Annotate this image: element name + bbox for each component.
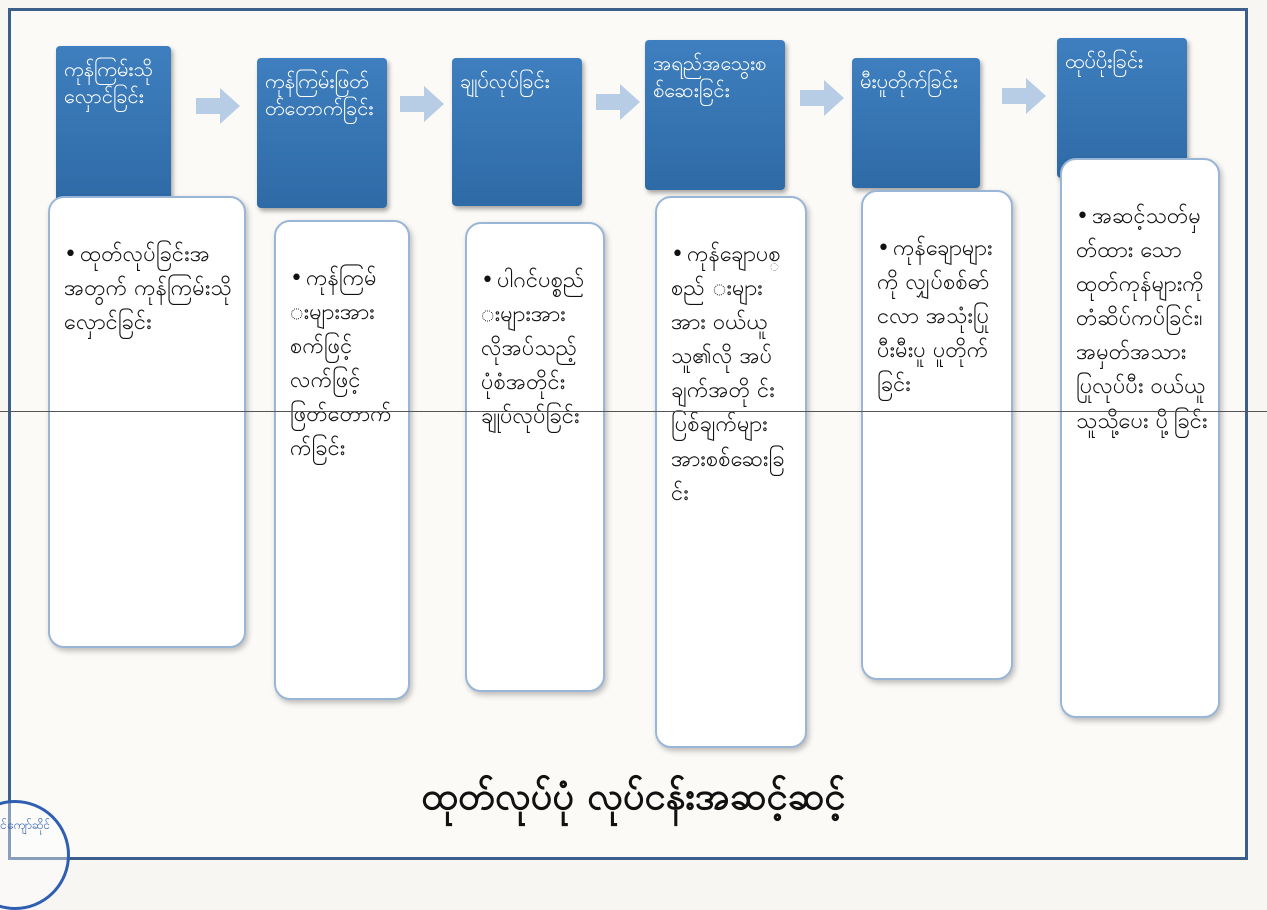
arrow-right-icon <box>400 86 444 122</box>
stage-1-detail: •ထုတ်လုပ်ခြင်းအ အတွက် ကုန်ကြမ်းသို လှောင… <box>48 196 246 648</box>
stage-3-detail: •ပါဂင်ပစ္စည် းများအား လိုအပ်သည့် ပုံစံအတ… <box>465 222 605 692</box>
stage-5-header: မီးပူတိုက်ခြင်း <box>852 58 980 188</box>
bullet: • <box>1076 204 1089 229</box>
stage-2-header: ကုန်ကြမ်းဖြတ် တ်တောက်ခြင်း <box>257 58 387 208</box>
stage-6-detail-text: အဆင့်သတ်မှ တ်ထား သော ထုတ်ကုန်များကို တံဆ… <box>1076 204 1208 434</box>
stage-4-detail-text: ကုန်ချောပစ္စည် းများအား ဝယ်ယူသူ၏လို အပ်ခ… <box>671 242 785 506</box>
diagram-caption: ထုတ်လုပ်ပုံ လုပ်ငန်းအဆင့်ဆင့် <box>421 774 846 818</box>
arrow-right-icon <box>596 84 640 120</box>
scan-line <box>0 411 1267 412</box>
stage-5-detail: •ကုန်ချောများ ကို လျှပ်စစ်ဓာ် ငလာ အသုံးပ… <box>861 190 1013 680</box>
stage-6-title: ထုပ်ပိုးခြင်း <box>1065 49 1144 73</box>
stage-6-detail: •အဆင့်သတ်မှ တ်ထား သော ထုတ်ကုန်များကို တံ… <box>1060 158 1220 718</box>
stage-2-title: ကုန်ကြမ်းဖြတ် တ်တောက်ခြင်း <box>265 69 374 120</box>
stage-3-detail-text: ပါဂင်ပစ္စည် းများအား လိုအပ်သည့် ပုံစံအတိ… <box>481 268 585 430</box>
stage-2-detail-text: ကုန်ကြမ် းများအား စက်ဖြင့် လက်ဖြင့် ဖြတ်… <box>290 266 392 462</box>
stage-4-header: အရည်အသွေးစ စ်ဆေးခြင်း <box>645 40 785 190</box>
stage-3-title: ချုပ်လုပ်ခြင်း <box>460 69 550 93</box>
stage-3-header: ချုပ်လုပ်ခြင်း <box>452 58 582 206</box>
stage-5-title: မီးပူတိုက်ခြင်း <box>860 69 958 93</box>
arrow-right-icon <box>800 80 844 116</box>
bullet: • <box>64 242 77 267</box>
seal-text: ရွှေစင်ကျော်ဆိုင် <box>0 818 51 832</box>
bullet: • <box>671 242 684 267</box>
bullet: • <box>290 266 303 291</box>
stage-4-title: အရည်အသွေးစ စ်ဆေးခြင်း <box>653 51 767 102</box>
stage-1-title: ကုန်ကြမ်းသို လှောင်ခြင်း <box>64 57 153 108</box>
stage-1-detail-text: ထုတ်လုပ်ခြင်းအ အတွက် ကုန်ကြမ်းသို လှောင်… <box>64 242 232 336</box>
stage-1-header: ကုန်ကြမ်းသို လှောင်ခြင်း <box>56 46 171 204</box>
stage-6-header: ထုပ်ပိုးခြင်း <box>1057 38 1187 178</box>
stage-5-detail-text: ကုန်ချောများ ကို လျှပ်စစ်ဓာ် ငလာ အသုံးပြ… <box>877 236 993 398</box>
stage-4-detail: •ကုန်ချောပစ္စည် းများအား ဝယ်ယူသူ၏လို အပ်… <box>655 196 807 748</box>
bullet: • <box>877 236 890 261</box>
bullet: • <box>481 268 494 293</box>
arrow-right-icon <box>1002 78 1046 114</box>
arrow-right-icon <box>196 88 240 124</box>
stage-2-detail: •ကုန်ကြမ် းများအား စက်ဖြင့် လက်ဖြင့် ဖြတ… <box>274 220 410 700</box>
